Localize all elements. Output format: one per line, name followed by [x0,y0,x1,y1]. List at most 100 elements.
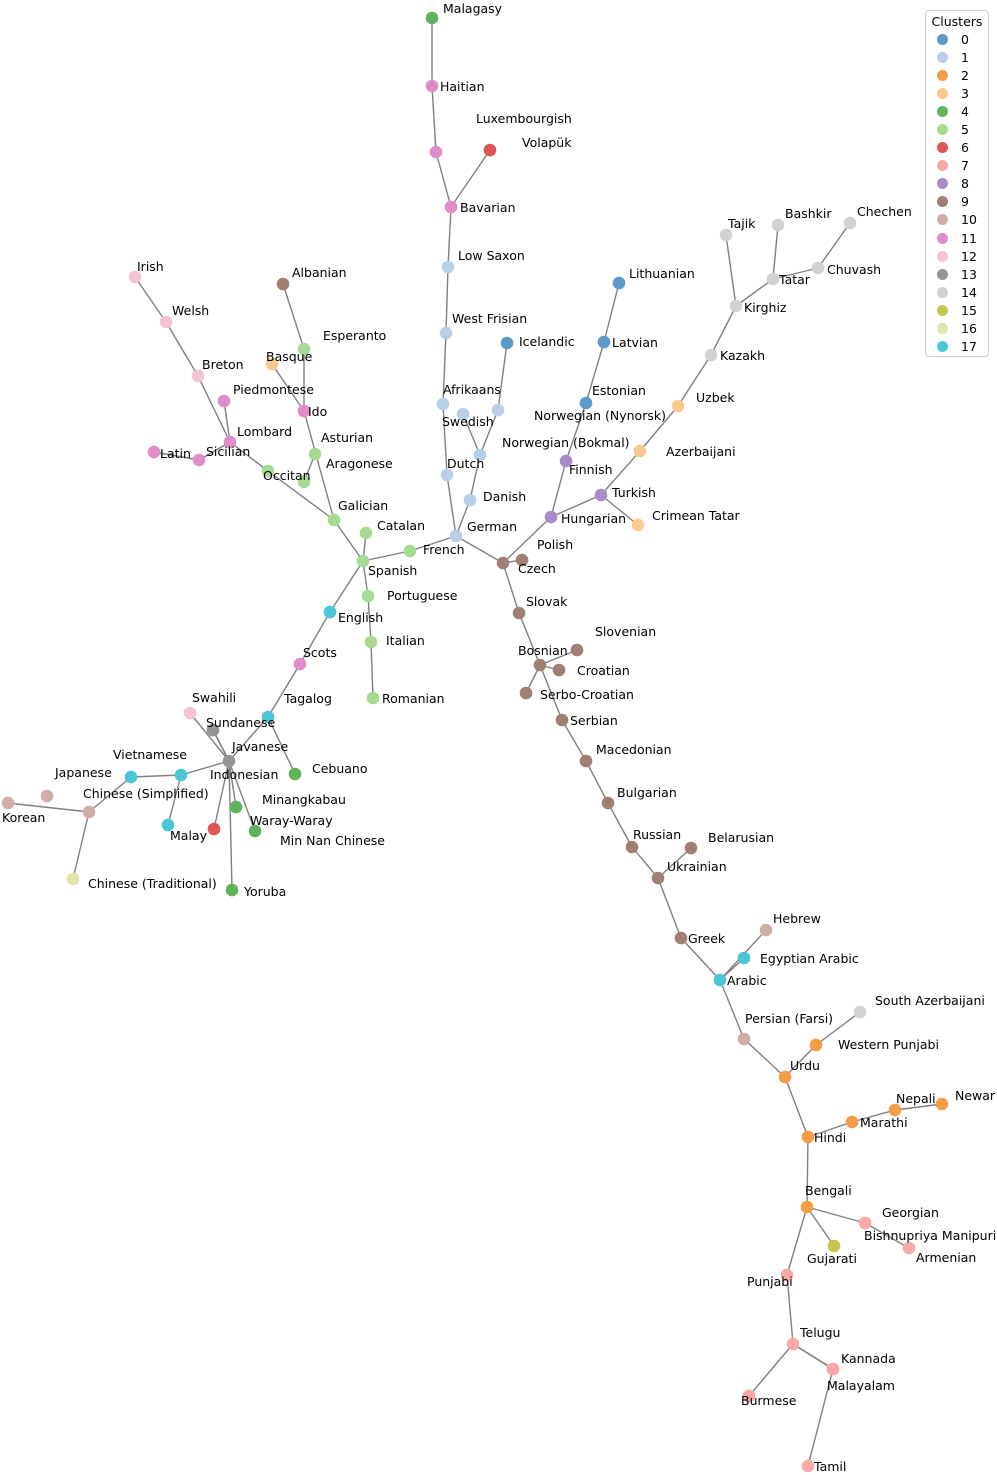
legend-label: 12 [961,248,977,264]
node-occitan [261,464,275,478]
edge-latin-sicilian [153,451,200,461]
node-unlabeled-0 [40,789,54,803]
edge-afrikaans-dutch [442,403,448,476]
label-piedmontese: Piedmontese [233,382,314,397]
edge-english-scots [299,611,331,665]
edge-finnish-hungarian [550,460,567,518]
label-estonian: Estonian [592,383,646,398]
node-chechen [843,216,857,230]
node-icelandic [500,336,514,350]
label-serbian: Serbian [570,713,618,728]
edge-indonesian-waray-waray [213,760,230,830]
node-piedmontese [217,394,231,408]
label-tajik: Tajik [727,216,756,231]
node-polish [515,553,529,567]
node-malay [161,818,175,832]
node-arabic [713,973,727,987]
edge-bulgarian-russian [607,802,633,848]
edge-albanian-esperanto [282,283,305,350]
label-hebrew: Hebrew [773,911,821,926]
edge-russian-ukrainian [631,846,659,879]
legend-dot-icon [937,286,948,298]
node-spanish [356,554,370,568]
legend-item-1: 1 [926,48,988,66]
edge-kirghiz-tajik [725,234,737,307]
edge-western-punjabi-south-azerbaijani [815,1011,861,1046]
edge-piedmontese-lombard [223,400,231,443]
edge-nepali-newar [894,1103,943,1111]
legend-dot-icon [937,323,948,335]
edge-malayalam-tamil [807,1368,834,1467]
legend-item-0: 0 [926,30,988,48]
label-irish: Irish [137,259,164,274]
edge-bavarian-low-saxon [447,206,452,268]
edge-welsh-breton [165,321,199,377]
label-russian: Russian [633,827,681,842]
edge-persian-farsi-urdu [743,1038,786,1078]
edge-belarusian-ukrainian [657,847,692,879]
label-luxembourgish: Luxembourgish [476,111,572,126]
label-belarusian: Belarusian [708,830,774,845]
label-swahili: Swahili [192,690,236,705]
node-minangkabau [229,800,243,814]
edge-volap-k-bavarian [450,149,491,208]
edge-hindi-marathi [807,1121,853,1138]
node-estonian [579,396,593,410]
legend-label: 11 [961,230,977,246]
label-min-nan-chinese: Min Nan Chinese [280,833,385,848]
edge-luxembourgish-bavarian [435,151,452,208]
node-azerbaijani [633,444,647,458]
node-norwegian-nynorsk [491,403,505,417]
legend-item-6: 6 [926,139,988,157]
node-armenian [902,1241,916,1255]
label-volap-k: Volapük [522,135,572,150]
edge-turkish-crimean-tatar [600,494,639,526]
node-tajik [719,228,733,242]
legend-label: 4 [961,103,969,119]
edge-ido-galician [303,410,335,521]
graph-edges [7,18,943,1467]
node-welsh [159,315,173,329]
node-malayalam [826,1362,840,1376]
edge-ukrainian-greek [657,877,682,939]
label-latvian: Latvian [612,335,658,350]
node-norwegian-bokmal [473,448,487,462]
label-afrikaans: Afrikaans [443,382,501,397]
legend-label: 0 [961,31,969,47]
label-tagalog: Tagalog [283,691,332,706]
edge-spanish-english [329,560,364,613]
node-portuguese [361,589,375,603]
label-asturian: Asturian [321,430,373,445]
edge-urdu-western-punjabi [784,1044,817,1078]
node-basque [265,357,279,371]
label-hindi: Hindi [814,1130,846,1145]
node-chinese-traditional [66,872,80,886]
label-icelandic: Icelandic [519,334,575,349]
label-arabic: Arabic [727,973,767,988]
edge-chinese-simplified-korean [7,802,90,813]
node-korean [1,796,15,810]
node-english [323,605,337,619]
label-dutch: Dutch [447,456,484,471]
label-greek: Greek [688,931,726,946]
node-afrikaans [436,397,450,411]
edge-low-saxon-west-frisian [445,266,449,334]
node-bavarian [444,200,458,214]
edge-hungarian-czech [502,516,552,564]
edge-vietnamese-japanese [130,774,182,778]
legend-dot-icon [937,33,948,45]
label-telugu: Telugu [799,1325,840,1340]
label-chuvash: Chuvash [827,262,881,277]
label-burmese: Burmese [741,1393,797,1408]
legend-dot-icon [937,124,948,136]
legend-item-11: 11 [926,229,988,247]
edge-chuvash-chechen [817,222,851,269]
edge-punjabi-telugu [786,1274,794,1345]
node-hungarian [544,510,558,524]
edge-bengali-punjabi [786,1206,808,1276]
label-ido: Ido [308,404,327,419]
label-indonesian: Indonesian [210,767,278,782]
node-hebrew [759,923,773,937]
edge-turkish-azerbaijani [600,450,641,496]
legend-item-2: 2 [926,66,988,84]
